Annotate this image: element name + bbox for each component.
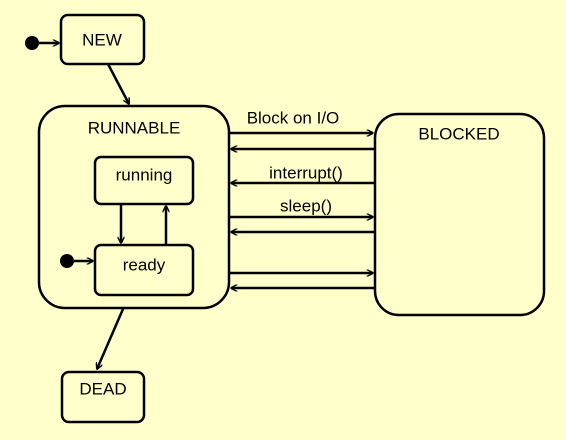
state-dead: DEAD (60, 370, 146, 424)
initial-node-main (25, 36, 59, 50)
label-block-on-io: Block on I/O (247, 108, 340, 127)
state-new-label: NEW (82, 30, 122, 49)
state-new: NEW (59, 13, 146, 66)
initial-node-ready (60, 254, 93, 268)
state-blocked-label: BLOCKED (418, 124, 499, 143)
state-blocked: BLOCKED (373, 112, 546, 317)
state-running: running (93, 155, 195, 206)
arrow-runnable-to-dead (97, 308, 125, 369)
state-ready-label: ready (123, 255, 166, 274)
state-runnable-label: RUNNABLE (88, 118, 181, 137)
state-running-label: running (116, 165, 173, 184)
state-dead-label: DEAD (79, 379, 126, 398)
arrow-new-to-runnable (106, 63, 131, 104)
label-sleep: sleep() (280, 196, 332, 215)
state-ready: ready (93, 243, 195, 297)
label-interrupt: interrupt() (269, 163, 343, 182)
